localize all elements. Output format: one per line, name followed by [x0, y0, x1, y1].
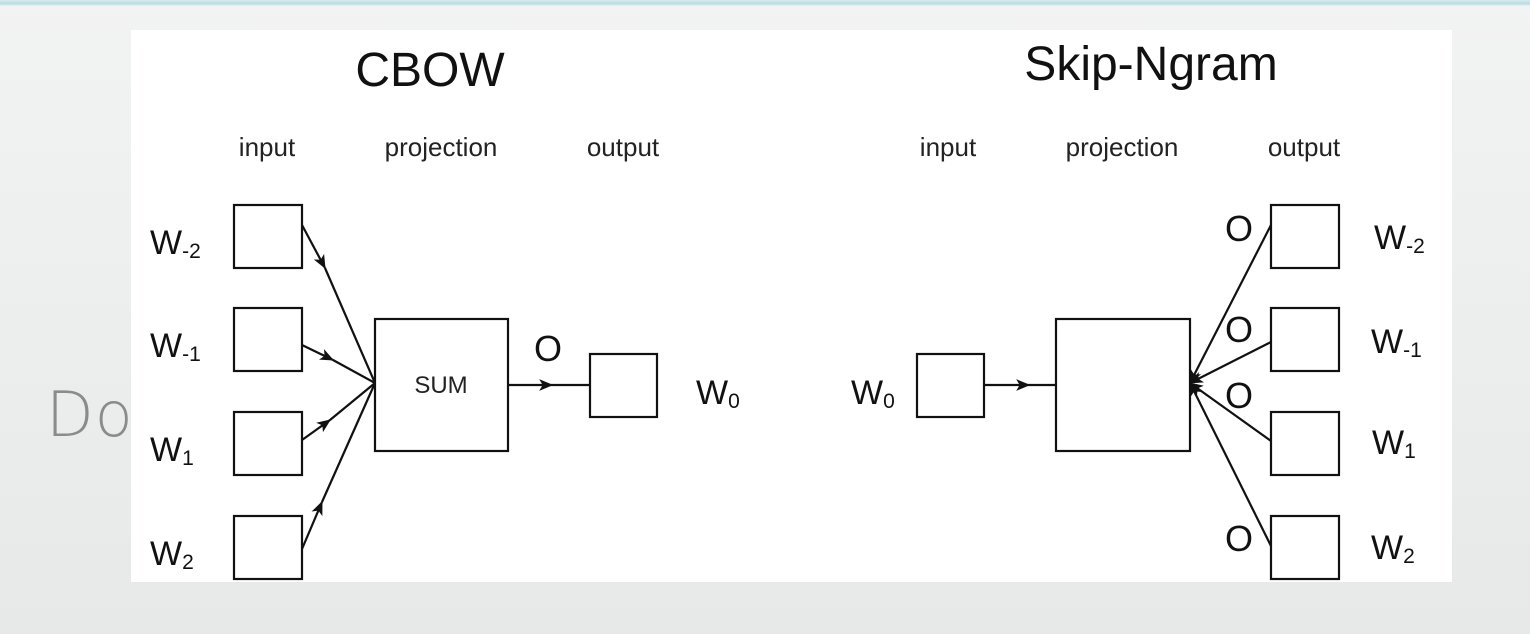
- skipgram-output-word: W1: [1372, 424, 1416, 463]
- cbow-edge: [323, 267, 377, 384]
- skipgram-output-o: O: [1225, 518, 1253, 559]
- skipgram-input-box: [915, 352, 986, 419]
- skipgram-output-box: [1269, 410, 1341, 477]
- skipgram-input-header: input: [920, 132, 977, 162]
- cbow-edge: [320, 382, 377, 503]
- cbow-input-word: W-2: [150, 224, 201, 263]
- cbow-input-header: input: [239, 132, 296, 162]
- cbow-title: CBOW: [355, 44, 505, 97]
- skipgram-output-word: W-2: [1374, 219, 1425, 258]
- cbow-arrow: [300, 500, 324, 550]
- skipgram-arrow: [1189, 224, 1272, 385]
- skipgram-output-header: output: [1268, 132, 1341, 162]
- skipgram-arrow: [1189, 381, 1272, 547]
- skipgram-arrow: [1189, 382, 1272, 442]
- cbow-arrow: [301, 419, 331, 441]
- skipgram-title: Skip-Ngram: [1024, 38, 1277, 91]
- cbow-input-box: [232, 306, 304, 373]
- cbow-input-box: [232, 410, 304, 477]
- cbow-input-box: [232, 203, 304, 270]
- cbow-output-o: O: [534, 328, 562, 369]
- skipgram-output-box: [1269, 514, 1341, 581]
- skipgram-output-word: W2: [1371, 529, 1415, 568]
- cbow-arrow: [301, 344, 335, 361]
- skipgram-output-o: O: [1225, 309, 1253, 350]
- skipgram-arrow: [1188, 341, 1272, 384]
- skipgram-model: Skip-Ngram input projection output W0 O …: [851, 38, 1425, 581]
- skipgram-input-word: W0: [851, 374, 895, 413]
- skipgram-output-box: [1269, 306, 1341, 373]
- top-accent-bar: [0, 0, 1530, 6]
- cbow-output-box: [588, 352, 659, 419]
- cbow-sum-label: SUM: [414, 372, 467, 399]
- cbow-projection-box: [373, 317, 510, 453]
- cbow-edge: [332, 359, 376, 384]
- cbow-input-box: [232, 514, 304, 581]
- cbow-input-word: W1: [150, 431, 194, 470]
- word2vec-figure-panel: [131, 30, 1452, 582]
- cbow-model: CBOW input projection output W-2 W-1 W1 …: [150, 44, 740, 581]
- skipgram-output-o: O: [1225, 375, 1253, 416]
- skipgram-output-word: W-1: [1371, 323, 1422, 362]
- cbow-input-word: W-1: [150, 327, 201, 366]
- background-slide-text: Do: [46, 378, 134, 451]
- skipgram-projection-box: [1054, 317, 1192, 453]
- cbow-input-word: W2: [150, 535, 194, 574]
- cbow-output-word: W0: [696, 374, 740, 413]
- cbow-arrow: [301, 224, 326, 270]
- skipgram-projection-header: projection: [1066, 132, 1179, 162]
- skipgram-output-o: O: [1225, 208, 1253, 249]
- skipgram-output-box: [1269, 203, 1341, 270]
- cbow-output-header: output: [587, 132, 660, 162]
- cbow-projection-header: projection: [385, 132, 498, 162]
- cbow-edge: [329, 382, 376, 421]
